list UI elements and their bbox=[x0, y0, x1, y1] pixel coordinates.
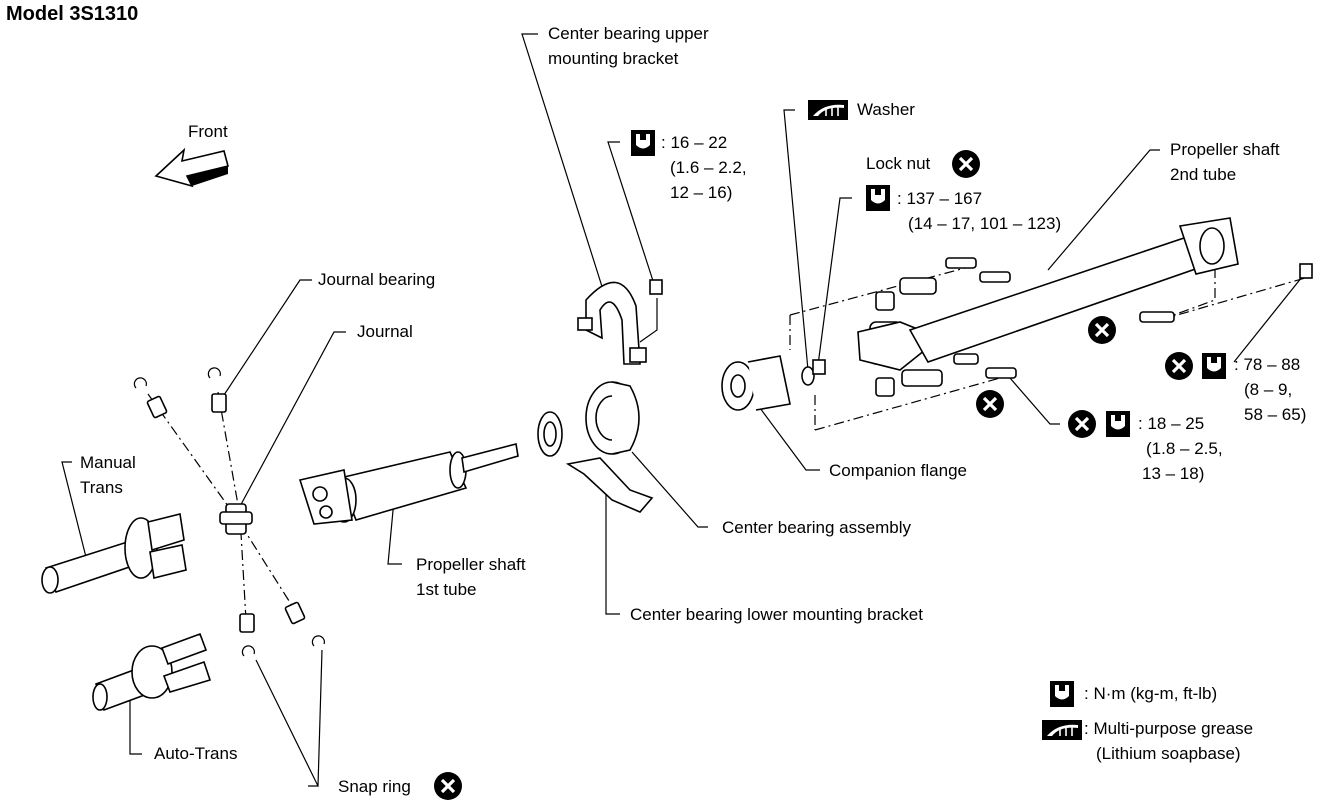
propeller-shaft-2nd-tube bbox=[908, 217, 1313, 363]
torque-spec-bracket-1: : 18 – 25 bbox=[1138, 414, 1205, 433]
torque-spec-rear-2: (8 – 9, bbox=[1244, 380, 1293, 399]
center-bearing-upper-bracket bbox=[577, 281, 647, 365]
center-bearing-lower-bracket bbox=[565, 457, 654, 513]
auto-trans-yoke bbox=[92, 632, 212, 712]
torque-spec-lock-nut-1: : 137 – 167 bbox=[897, 189, 983, 208]
journal-bearing-label: Journal bearing bbox=[318, 270, 436, 289]
torque-spec-upper-bracket-1: : 16 – 22 bbox=[661, 133, 728, 152]
manual-trans-yoke bbox=[41, 513, 187, 594]
lock-nut-label: Lock nut bbox=[866, 154, 931, 173]
propeller-shaft-1st-tube bbox=[298, 443, 519, 525]
do-not-reuse-icon bbox=[432, 148, 1195, 802]
auto-trans-label: Auto-Trans bbox=[154, 744, 238, 763]
center-bearing-assembly bbox=[537, 381, 640, 457]
center-bearing-upper-label-2: mounting bracket bbox=[548, 49, 679, 68]
washer-label: Washer bbox=[857, 100, 915, 119]
center-bearing-upper-label-1: Center bearing upper bbox=[548, 24, 709, 43]
front-arrow-icon bbox=[154, 147, 229, 188]
torque-spec-bracket-2: (1.8 – 2.5, bbox=[1146, 439, 1223, 458]
journal-label: Journal bbox=[357, 322, 413, 341]
propeller-shaft-1st-label-1: Propeller shaft bbox=[416, 555, 526, 574]
propeller-shaft-2nd-label-2: 2nd tube bbox=[1170, 165, 1237, 184]
front-label: Front bbox=[188, 122, 228, 141]
manual-trans-label-2: Trans bbox=[80, 478, 123, 497]
torque-spec-rear-3: 58 – 65) bbox=[1244, 405, 1307, 424]
torque-spec-upper-bracket-2: (1.6 – 2.2, bbox=[670, 158, 747, 177]
torque-spec-bracket-3: 13 – 18) bbox=[1142, 464, 1205, 483]
manual-trans-label-1: Manual bbox=[80, 453, 136, 472]
companion-flange-label: Companion flange bbox=[829, 461, 967, 480]
bracket-nut bbox=[649, 279, 663, 295]
diagram-title: Model 3S1310 bbox=[6, 3, 139, 25]
torque-spec-rear-1: : 78 – 88 bbox=[1234, 355, 1301, 374]
torque-spec-lock-nut-2: (14 – 17, 101 – 123) bbox=[908, 214, 1062, 233]
center-bearing-lower-label: Center bearing lower mounting bracket bbox=[630, 605, 923, 624]
legend-grease-label-2: (Lithium soapbase) bbox=[1096, 744, 1241, 763]
leader-lines bbox=[61, 33, 1307, 787]
propeller-shaft-2nd-label-1: Propeller shaft bbox=[1170, 140, 1280, 159]
journal-assembly bbox=[133, 367, 325, 657]
torque-spec-upper-bracket-3: 12 – 16) bbox=[670, 183, 733, 202]
snap-ring-label: Snap ring bbox=[338, 777, 411, 796]
companion-flange bbox=[721, 355, 826, 411]
alignment-lines bbox=[147, 248, 1306, 621]
legend-grease-label-1: : Multi-purpose grease bbox=[1084, 719, 1254, 738]
center-bearing-assembly-label: Center bearing assembly bbox=[722, 518, 911, 537]
legend-torque-label: : N·m (kg-m, ft-lb) bbox=[1084, 684, 1218, 703]
propeller-shaft-1st-label-2: 1st tube bbox=[416, 580, 477, 599]
